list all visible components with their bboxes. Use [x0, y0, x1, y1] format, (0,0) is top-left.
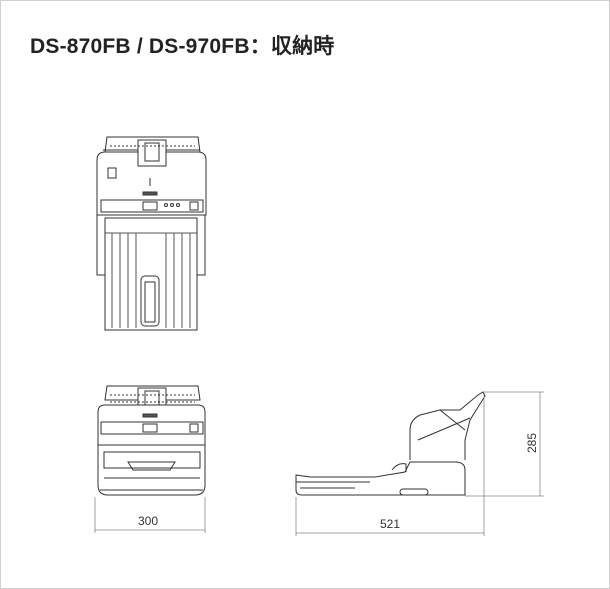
page-title: DS-870FB / DS-970FB：収納時 [30, 35, 335, 58]
scanner-front-view [97, 385, 206, 496]
dimension-lines [94, 391, 544, 536]
width-dimension-label: 300 [138, 514, 159, 528]
depth-dimension-label: 521 [380, 517, 401, 531]
scanner-top-view [96, 136, 207, 331]
scanner-side-view [295, 391, 486, 496]
height-dimension-label: 285 [525, 432, 540, 454]
